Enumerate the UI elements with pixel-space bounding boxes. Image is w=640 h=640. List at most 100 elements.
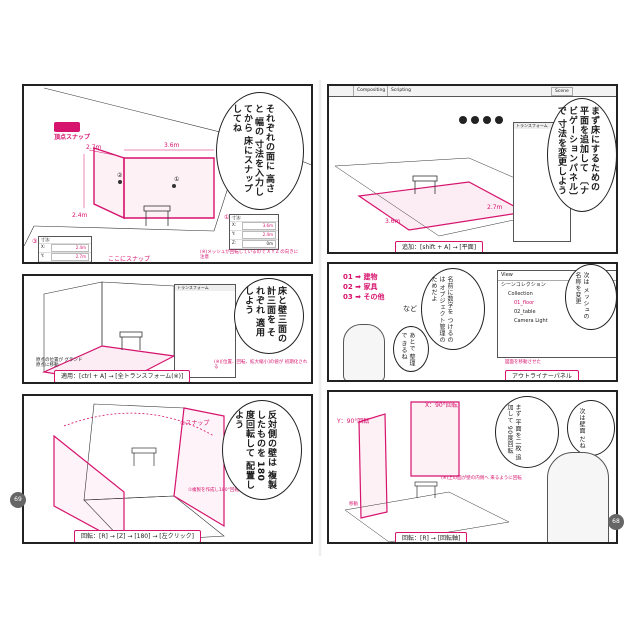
- rotation-note: (※)メッシュが回転しているので X Y Z の向きに注意: [200, 250, 299, 261]
- origin-note: 原点の位置が グランド原点に移動: [36, 358, 83, 369]
- list-label: その他: [363, 293, 385, 301]
- dims-row: X: 2.4m: [39, 244, 91, 253]
- tab-scripting[interactable]: Scripting: [387, 86, 414, 96]
- snap-label: ②スナップ: [180, 420, 210, 427]
- speech-bubble-top-right: [547, 98, 616, 212]
- outliner-item[interactable]: 01_floor: [514, 300, 535, 306]
- speech-text-bottom-right-b: 次は壁面 だね: [578, 408, 585, 450]
- dims-row: Y: 2.7m: [39, 253, 91, 262]
- speech-text-bottom-right-a: まず 平面を二枚 追加して 90度回転: [506, 404, 521, 461]
- right-bottom-panel: X：90°回転 Y：90°回転 移動 (※)上の面が壁の内側へ 来るように回転 …: [327, 390, 618, 544]
- dims-row: Z: 0m: [230, 240, 278, 249]
- list-label: 家具: [363, 283, 378, 291]
- speech-text-middle-right-c: あとで 整理で きるね: [400, 332, 415, 367]
- axis-label: Z:: [41, 262, 49, 264]
- dim-value[interactable]: 2.4m: [242, 231, 276, 239]
- axis-label: X:: [41, 244, 46, 249]
- tab-compositing[interactable]: Compositing: [353, 86, 388, 96]
- speech-text-middle-left: 床と壁三面の 計三面を それぞれ 適用しよう: [243, 286, 286, 343]
- tool-icon[interactable]: [459, 116, 467, 124]
- speech-bubble-bottom-right-b: [567, 400, 615, 456]
- list-label: 建物: [363, 273, 378, 281]
- list-item: 02 ➡ 家具: [343, 283, 378, 291]
- rotate-axis-caption: 回転：[R] → [回転軸]: [395, 532, 468, 542]
- move-note: 図面を移動させた: [505, 360, 541, 365]
- axis-label: Z:: [232, 240, 237, 245]
- dims-row: Z:0m: [39, 262, 91, 264]
- dim-value[interactable]: 2.7m: [51, 253, 89, 261]
- left-bottom-panel: ②スナップ ①複製を作成し180°回転 反対側の壁は 複製したものを 180度回…: [22, 394, 313, 544]
- dims-table-a: 寸法: X: 3.6m Y: 2.4m Z: 0m: [229, 214, 279, 250]
- outliner-item[interactable]: Camera Light: [514, 318, 548, 324]
- applied-note: (※)[位置、回転、拡大縮小]の値が 初期化される: [214, 360, 308, 371]
- tool-icon[interactable]: [471, 116, 479, 124]
- speech-bubble-middle-left: [234, 278, 304, 354]
- marker-2: ②: [117, 172, 123, 179]
- blender-header: Compositing Scripting Scene: [329, 86, 616, 97]
- marker-1b: ①: [224, 214, 230, 221]
- dims-table-b-title: 寸法:: [39, 237, 91, 244]
- tool-icon[interactable]: [483, 116, 491, 124]
- list-num: 01: [343, 273, 353, 281]
- speech-text-top-left: それぞれの面に 高さと 幅の 寸法を入力してから 床にスナップしてね: [231, 104, 274, 197]
- dim-height-label: 2.4m: [72, 212, 88, 219]
- right-page: Compositing Scripting Scene 3.: [327, 84, 624, 552]
- snap-icon: [54, 122, 80, 132]
- speech-bubble-middle-right-c: [393, 326, 429, 372]
- dims-table-b: 寸法: X: 2.4m Y: 2.7m Z:0m: [38, 236, 92, 264]
- right-top-panel: Compositing Scripting Scene 3.: [327, 84, 618, 254]
- left-middle-panel: 原点の位置が グランド原点に移動 トランスフォーム 床と壁三面の 計三面を それ…: [22, 274, 313, 384]
- axis-label: Y:: [41, 253, 45, 258]
- transform-side-title: トランスフォーム: [514, 123, 570, 129]
- view-menu[interactable]: View: [498, 271, 616, 281]
- room-rotate-drawing: [53, 403, 225, 542]
- rot-x-label: X：90°回転: [425, 402, 458, 409]
- dim-depth-label-right: 2.7m: [487, 204, 503, 211]
- outliner-caption: アウトライナーパネル: [505, 370, 579, 380]
- speech-bubble-middle-right-b: [421, 268, 485, 350]
- axis-label: X:: [232, 222, 237, 227]
- transform-panel-title: トランスフォーム: [175, 285, 235, 291]
- speech-bubble-bottom-right-a: [495, 396, 559, 468]
- outliner-item[interactable]: 02_table: [514, 309, 536, 315]
- move-label: 移動: [349, 502, 358, 507]
- dim-value[interactable]: 0m: [242, 240, 276, 248]
- speech-text-top-right: まず床にするための 平面を追加して 〔ナビゲーションパネル〕で 寸法を変更しよう: [556, 106, 599, 201]
- rotate-inside-note: (※)上の面が壁の内側へ 来るように回転: [441, 476, 522, 481]
- dims-row: X: 3.6m: [230, 222, 278, 231]
- scene-label[interactable]: Scene: [551, 87, 573, 96]
- list-num: 02: [343, 283, 353, 291]
- apply-caption: 適用：[ctrl + A] → [全トランスフォーム(※)]: [54, 370, 191, 382]
- outliner-item[interactable]: Collection: [508, 291, 533, 297]
- add-caption: 追加：[shift + A] → [平面]: [395, 241, 484, 252]
- room-drawing: [24, 87, 311, 247]
- list-num: 03: [343, 293, 353, 301]
- gutter: [318, 80, 322, 556]
- axis-label: Y:: [232, 231, 236, 236]
- character-right: [547, 452, 609, 542]
- tool-icon[interactable]: [495, 116, 503, 124]
- right-middle-panel: 01 ➡ 建物 02 ➡ 家具 03 ➡ その他 など 名前に数字を つけるのは…: [327, 262, 618, 382]
- transform-panel: トランスフォーム: [174, 284, 236, 378]
- snap-icon-label: 頂点スナップ: [54, 134, 91, 141]
- rot-y-label: Y：90°回転: [337, 418, 370, 425]
- speech-bubble-top-left: [216, 92, 304, 210]
- dim-value[interactable]: 3.6m: [242, 222, 276, 230]
- list-suffix: など: [403, 305, 417, 313]
- speech-bubble-bottom-left: [222, 400, 302, 500]
- dims-row: Y: 2.4m: [230, 231, 278, 240]
- dims-table-a-title: 寸法:: [230, 215, 278, 222]
- speech-text-bottom-left: 反対側の壁は 複製したものを 180度回転して 配置しよう: [233, 410, 276, 490]
- dim-value[interactable]: 2.4m: [51, 244, 89, 252]
- speech-bubble-middle-right-a: [565, 264, 616, 330]
- character-left: [343, 324, 385, 380]
- dim-width-label-right: 3.6m: [385, 218, 401, 225]
- list-item: 01 ➡ 建物: [343, 273, 378, 281]
- speech-text-middle-right-b: 名前に数字を つけるのは オブジェクト管理の ためだよ: [430, 276, 453, 344]
- marker-3: ③: [32, 238, 38, 245]
- dim-width-label: 3.6m: [164, 142, 180, 149]
- dim-value[interactable]: 0m: [51, 262, 89, 264]
- list-item: 03 ➡ その他: [343, 293, 385, 301]
- rotate-note: ①複製を作成し180°回転: [188, 488, 239, 493]
